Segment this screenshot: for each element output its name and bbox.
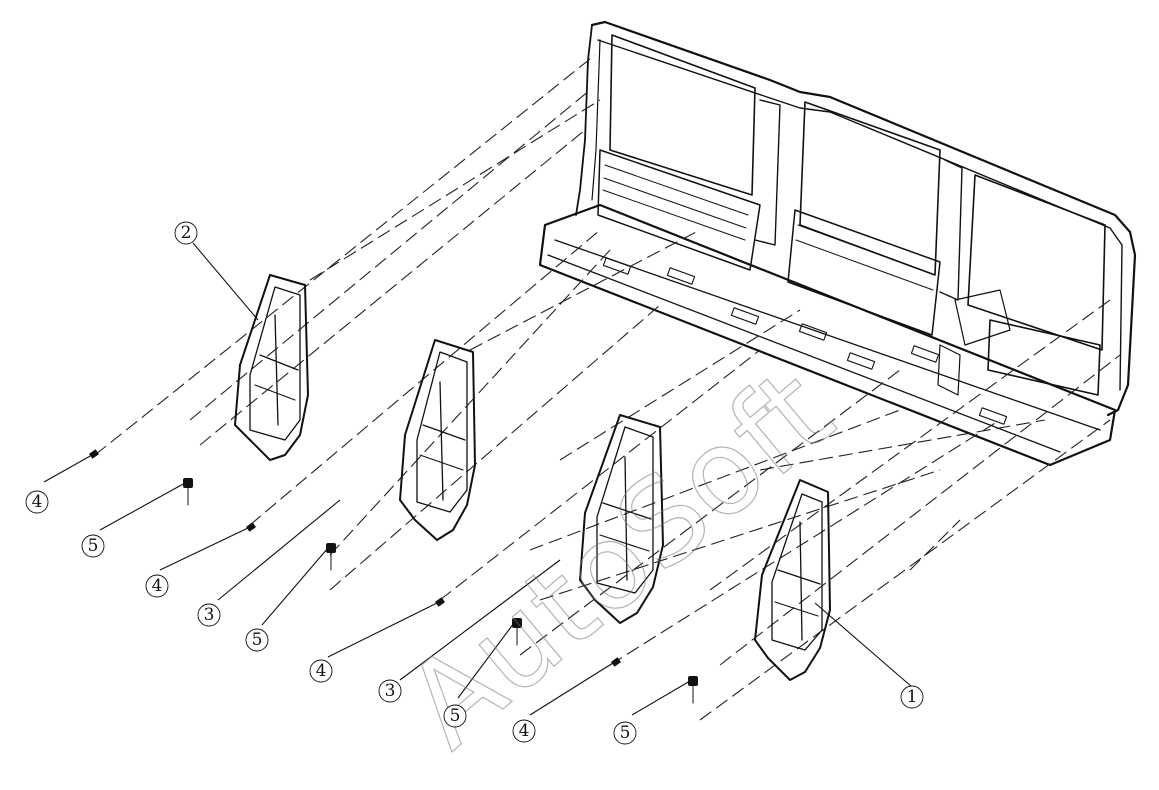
callout-5-a-label: 5 [88, 536, 99, 556]
assembly-guide-lines [94, 54, 1121, 721]
callout-5-b-label: 5 [252, 630, 263, 650]
nut-icon [688, 676, 698, 704]
seat-frame-assembly [538, 20, 1137, 467]
callout-4-c-label: 4 [316, 661, 327, 681]
nut-icon [326, 543, 336, 571]
callout-2: 2 [174, 221, 198, 245]
callout-3-lower: 3 [378, 679, 402, 703]
callout-5-c: 5 [443, 704, 467, 728]
callout-5-c-label: 5 [450, 706, 461, 726]
bracket-part-2 [234, 274, 309, 461]
callout-4-d-label: 4 [519, 721, 530, 741]
callout-4-a: 4 [25, 490, 49, 514]
screw-icon [435, 597, 445, 607]
callout-1-label: 1 [907, 687, 918, 707]
callout-4-b-label: 4 [152, 576, 163, 596]
callout-4-a-label: 4 [32, 492, 43, 512]
callout-5-d-label: 5 [620, 723, 631, 743]
leader-lines [43, 242, 913, 716]
callout-3-lower-label: 3 [385, 681, 396, 701]
callout-2-label: 2 [181, 223, 192, 243]
bracket-part-3-lower [579, 414, 664, 624]
callout-4-d: 4 [512, 719, 536, 743]
fasteners [89, 449, 698, 704]
nut-icon [183, 478, 193, 506]
bracket-part-3-upper [399, 339, 476, 541]
callout-5-a: 5 [81, 534, 105, 558]
nut-icon [512, 618, 522, 646]
callout-3-upper: 3 [197, 603, 221, 627]
callout-3-upper-label: 3 [204, 605, 215, 625]
callout-5-b: 5 [245, 628, 269, 652]
callout-4-c: 4 [309, 659, 333, 683]
screw-icon [89, 449, 99, 459]
callout-4-b: 4 [145, 574, 169, 598]
screw-icon [611, 657, 621, 667]
screw-icon [246, 522, 256, 532]
bracket-part-1 [754, 479, 831, 681]
callout-1: 1 [900, 685, 924, 709]
callout-5-d: 5 [613, 721, 637, 745]
